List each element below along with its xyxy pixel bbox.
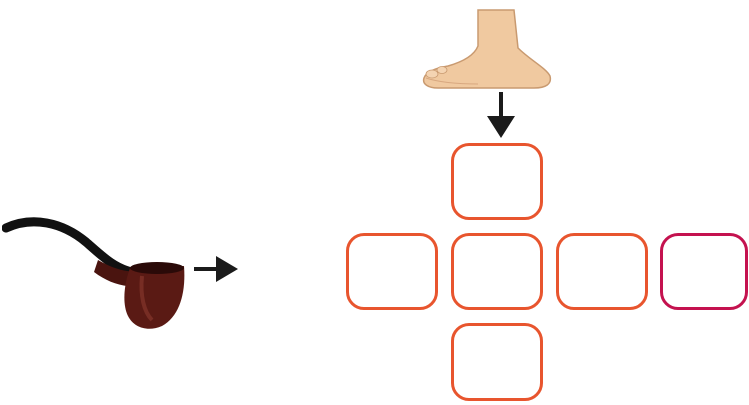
- answer-box-top[interactable]: [451, 143, 543, 220]
- answer-box-left[interactable]: [346, 233, 438, 310]
- answer-box-right[interactable]: [556, 233, 648, 310]
- pipe-icon: [2, 217, 185, 329]
- answer-box-bottom[interactable]: [451, 323, 543, 401]
- answer-box-center[interactable]: [451, 233, 543, 310]
- answer-box-far-right[interactable]: [660, 233, 748, 310]
- hidden-box: [238, 232, 332, 312]
- foot-icon: [422, 9, 552, 89]
- arrow-right-icon: [194, 256, 238, 282]
- arrow-down-icon: [487, 92, 515, 138]
